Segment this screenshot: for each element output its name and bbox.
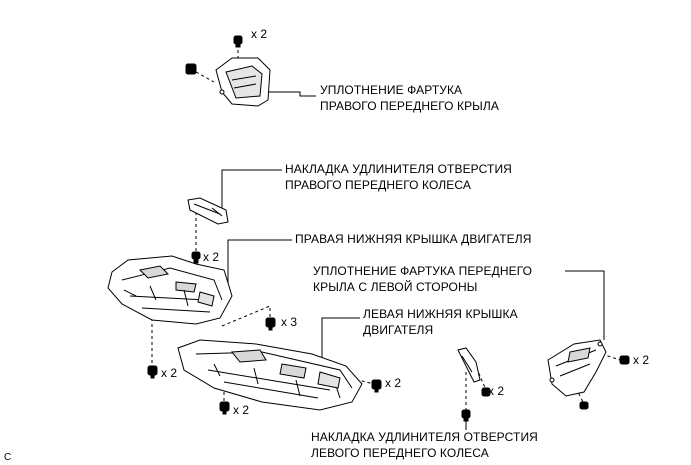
top-clip: [233, 35, 243, 48]
qty-center-bolt: x 3: [281, 315, 298, 329]
qty-bottom-bolts: x 2: [233, 403, 250, 417]
dash-right-cover-bolt: [349, 377, 375, 385]
bottom-bolt: [219, 401, 230, 415]
right-engine-cover-part: [107, 255, 233, 325]
center-bolt: [265, 317, 276, 331]
left-seal-bottom-clip: [579, 401, 589, 410]
leader-right-wheel-ext: [221, 169, 282, 212]
top-bolt: [185, 63, 197, 75]
label-right-engine-cover: ПРАВАЯ НИЖНЯЯ КРЫШКА ДВИГАТЕЛЯ: [295, 232, 532, 246]
left-bolt: [147, 365, 158, 379]
left-ext-clip-bottom: [461, 409, 471, 422]
qty-right-ext-clip: x 2: [203, 250, 220, 264]
leader-right-engine-cover: [227, 239, 292, 298]
left-wheel-ext-part: [457, 347, 481, 383]
right-wheel-ext-part: [187, 197, 229, 225]
left-fender-seal-part: [547, 339, 607, 397]
dash-seal-right: [595, 351, 621, 361]
label-right-fender-seal-line2: ПРАВОГО ПЕРЕДНЕГО КРЫЛА: [320, 99, 499, 113]
label-left-engine-cover-line2: ДВИГАТЕЛЯ: [363, 323, 434, 337]
label-right-wheel-ext-line2: ПРАВОГО ПЕРЕДНЕГО КОЛЕСА: [285, 178, 471, 192]
right-fender-seal-part: [215, 57, 271, 107]
label-left-fender-seal-line2: КРЫЛА С ЛЕВОЙ СТОРОНЫ: [313, 280, 478, 294]
label-right-wheel-ext-line1: НАКЛАДКА УДЛИНИТЕЛЯ ОТВЕРСТИЯ: [285, 162, 512, 176]
left-ext-clip-side: [481, 387, 491, 397]
leader-right-fender-seal: [262, 91, 316, 97]
left-engine-cover-part: [177, 339, 363, 411]
label-left-engine-cover-line1: ЛЕВАЯ НИЖНЯЯ КРЫШКА: [363, 307, 518, 321]
label-right-fender-seal-line1: УПЛОТНЕНИЕ ФАРТУКА: [320, 83, 463, 97]
qty-left-bolts: x 2: [161, 366, 178, 380]
qty-right-cover-bolts: x 2: [385, 376, 402, 390]
right-ext-clip: [191, 251, 201, 264]
label-left-wheel-ext-line2: ЛЕВОГО ПЕРЕДНЕГО КОЛЕСА: [311, 446, 489, 460]
label-left-fender-seal-line1: УПЛОТНЕНИЕ ФАРТУКА ПЕРЕДНЕГО: [313, 264, 533, 278]
qty-left-seal-clip: x 2: [633, 353, 650, 367]
dash-left-ext-side: [473, 361, 487, 391]
right-cover-bolt: [371, 379, 382, 393]
dash-center-1: [221, 305, 271, 327]
leader-left-engine-cover: [321, 317, 360, 370]
left-seal-clip: [619, 355, 630, 365]
qty-left-ext-clip: x 2: [488, 384, 505, 398]
figure-code: C: [4, 452, 12, 463]
leader-left-fender-seal: [565, 270, 605, 340]
dash-top-bolt: [195, 71, 215, 83]
label-left-wheel-ext-line1: НАКЛАДКА УДЛИНИТЕЛЯ ОТВЕРСТИЯ: [311, 430, 538, 444]
qty-top-clip: x 2: [251, 27, 268, 41]
